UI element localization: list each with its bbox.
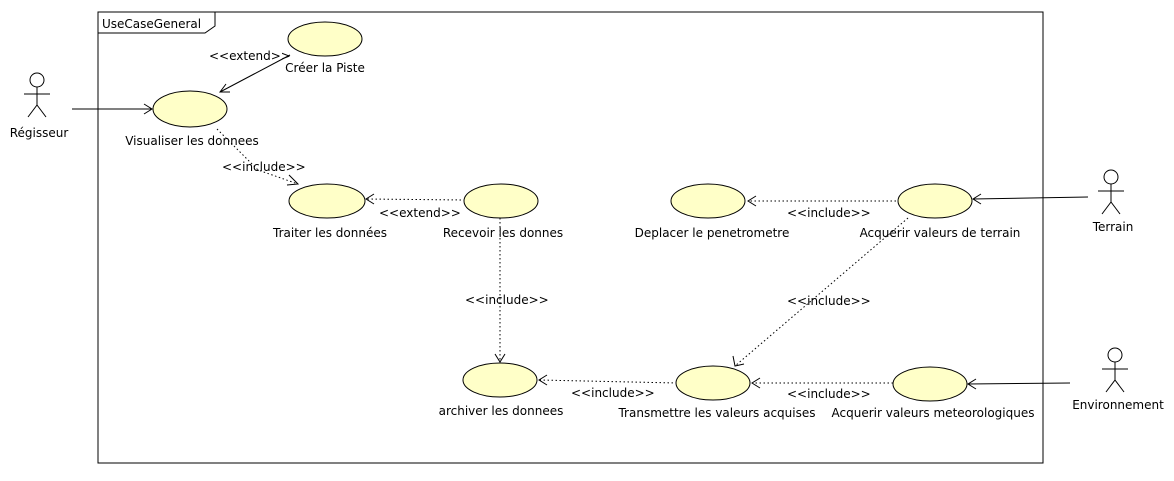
actor-label: Terrain bbox=[1092, 220, 1134, 234]
frame-border bbox=[97, 11, 1044, 464]
frame-tab bbox=[97, 11, 216, 34]
assoc-environnement-meteo bbox=[967, 382, 1071, 385]
usecase-ellipse[interactable] bbox=[463, 183, 539, 219]
usecase-ellipse[interactable] bbox=[287, 21, 363, 57]
usecase-label: Acquerir valeurs de terrain bbox=[860, 226, 1021, 240]
actor-leg bbox=[1101, 201, 1112, 215]
relation-arrowhead bbox=[365, 193, 375, 205]
actor-leg bbox=[1114, 379, 1125, 393]
relation-arrowhead bbox=[751, 377, 761, 389]
usecase-traiter[interactable]: Traiter les données bbox=[272, 183, 387, 240]
usecase-recevoir[interactable]: Recevoir les donnes bbox=[443, 183, 563, 240]
relation-label: <<include>> bbox=[222, 160, 306, 174]
actor-label: Environnement bbox=[1072, 398, 1164, 412]
relation-arrowhead bbox=[747, 195, 757, 207]
usecase-label: Créer la Piste bbox=[285, 61, 365, 75]
usecase-visualiser[interactable]: Visualiser les donnees bbox=[125, 90, 259, 148]
usecase-label: Deplacer le penetrometre bbox=[635, 226, 790, 240]
actor-head bbox=[1103, 169, 1119, 185]
assoc-arrowhead bbox=[967, 378, 977, 390]
use-cases: Créer la Piste Visualiser les donnees Tr… bbox=[125, 21, 1035, 420]
usecase-acquerir-meteo[interactable]: Acquerir valeurs meteorologiques bbox=[832, 366, 1035, 420]
assoc-arrowhead bbox=[972, 193, 982, 205]
usecase-label: Acquerir valeurs meteorologiques bbox=[832, 406, 1035, 420]
usecase-label: archiver les donnees bbox=[439, 404, 564, 418]
relation-creer-extend-visualiser bbox=[219, 54, 291, 93]
actor-environnement[interactable]: Environnement bbox=[1072, 347, 1164, 412]
actor-leg bbox=[27, 104, 38, 118]
actor-terrain[interactable]: Terrain bbox=[1092, 169, 1134, 234]
relation-label: <<include>> bbox=[787, 206, 871, 220]
actor-leg bbox=[36, 104, 47, 118]
actor-leg bbox=[1110, 201, 1121, 215]
dependencies: <<extend>> <<include>> <<extend>> <<incl… bbox=[209, 49, 909, 401]
actor-label: Régisseur bbox=[10, 126, 69, 140]
usecase-transmettre[interactable]: Transmettre les valeurs acquises bbox=[617, 365, 816, 420]
assoc-terrain-acquerir bbox=[972, 196, 1089, 200]
usecase-label: Traiter les données bbox=[272, 226, 387, 240]
usecase-label: Visualiser les donnees bbox=[125, 134, 259, 148]
usecase-ellipse[interactable] bbox=[152, 90, 228, 128]
relation-label: <<include>> bbox=[787, 387, 871, 401]
usecase-ellipse[interactable] bbox=[462, 362, 538, 398]
relation-label: <<include>> bbox=[465, 293, 549, 307]
actors: Régisseur Terrain Environnement bbox=[10, 72, 1164, 412]
frame-title: UseCaseGeneral bbox=[102, 17, 201, 31]
usecase-ellipse[interactable] bbox=[675, 365, 751, 401]
actor-head bbox=[29, 72, 45, 88]
relation-label: <<extend>> bbox=[209, 49, 291, 63]
usecase-label: Recevoir les donnes bbox=[443, 226, 563, 240]
relation-label: <<include>> bbox=[787, 294, 871, 308]
usecase-ellipse[interactable] bbox=[892, 366, 968, 402]
relation-arrowhead bbox=[286, 174, 300, 186]
usecase-archiver[interactable]: archiver les donnees bbox=[439, 362, 564, 418]
relation-arrowhead bbox=[219, 83, 230, 93]
assoc-arrowhead bbox=[143, 103, 153, 115]
usecase-label: Transmettre les valeurs acquises bbox=[617, 406, 815, 420]
usecase-acquerir-terrain[interactable]: Acquerir valeurs de terrain bbox=[860, 183, 1021, 240]
usecase-ellipse[interactable] bbox=[288, 183, 366, 219]
relation-label: <<extend>> bbox=[379, 206, 461, 220]
actor-leg bbox=[1105, 379, 1116, 393]
relation-arrowhead bbox=[732, 355, 745, 367]
relation-label: <<include>> bbox=[571, 386, 655, 400]
usecase-ellipse[interactable] bbox=[897, 183, 973, 219]
usecase-deplacer[interactable]: Deplacer le penetrometre bbox=[635, 183, 790, 240]
usecase-creer-piste[interactable]: Créer la Piste bbox=[285, 21, 365, 75]
actor-regisseur[interactable]: Régisseur bbox=[10, 72, 69, 140]
usecase-ellipse[interactable] bbox=[670, 183, 746, 219]
actor-head bbox=[1107, 347, 1123, 363]
relation-arrowhead bbox=[494, 353, 506, 363]
relation-recevoir-extend-traiter bbox=[365, 198, 466, 201]
relation-transmettre-include-archiver bbox=[538, 379, 678, 384]
relation-arrowhead bbox=[538, 374, 548, 386]
system-frame: UseCaseGeneral bbox=[97, 11, 1044, 464]
associations bbox=[72, 103, 1089, 390]
